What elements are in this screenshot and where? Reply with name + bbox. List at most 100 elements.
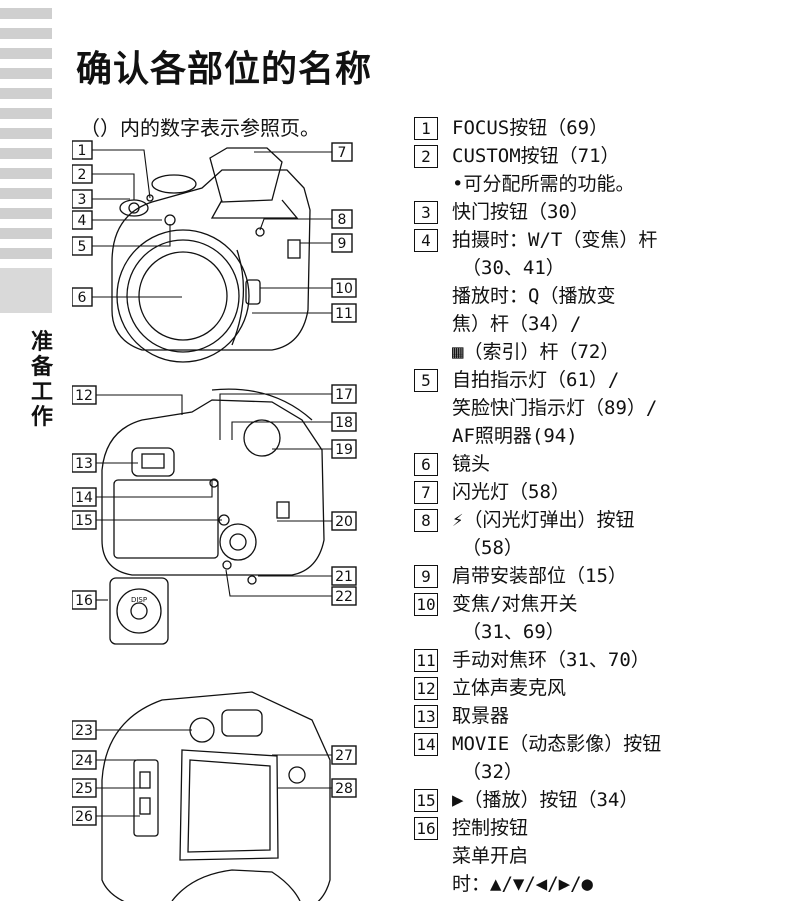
chapter-tab: 准 备 工 作 — [30, 330, 54, 430]
callout-11: 11 — [335, 306, 353, 322]
part-description: 立体声麦克风 — [452, 674, 566, 702]
callout-1: 1 — [78, 143, 87, 159]
part-description-line: 肩带安装部位（15） — [452, 565, 627, 587]
part-number-badge: 10 — [414, 593, 438, 616]
part-item-7: 7 闪光灯（58） — [414, 478, 794, 506]
camera-back-illustration — [101, 388, 325, 585]
part-item-10: 10 变焦/对焦开关 （31、69） — [414, 590, 794, 646]
callout-21: 21 — [335, 569, 353, 585]
callout-10: 10 — [335, 281, 353, 297]
callout-6: 6 — [78, 290, 87, 306]
part-number-badge: 13 — [414, 705, 438, 728]
part-item-3: 3 快门按钮（30） — [414, 198, 794, 226]
callout-12: 12 — [75, 388, 93, 404]
camera-front-illustration — [111, 147, 311, 363]
part-item-14: 14 MOVIE（动态影像）按钮（32） — [414, 730, 794, 786]
part-item-15: 15 ▶（播放）按钮（34） — [414, 786, 794, 814]
part-number-badge: 2 — [414, 145, 438, 168]
part-description-line: 镜头 — [452, 453, 491, 475]
camera-illustrations: 1 2 3 4 5 6 7 8 9 10 11 12 13 14 15 16 1… — [72, 140, 357, 901]
part-description: 手动对焦环（31、70） — [452, 646, 650, 674]
page-title: 确认各部位的名称 — [76, 49, 373, 90]
leader-lines — [92, 149, 332, 817]
part-number-badge: 15 — [414, 789, 438, 812]
part-description: 闪光灯（58） — [452, 478, 570, 506]
part-number-badge: 16 — [414, 817, 438, 840]
part-item-1: 1 FOCUS按钮（69） — [414, 114, 794, 142]
part-description-line: （31、69） — [462, 621, 565, 643]
part-description-line: FOCUS按钮（69） — [452, 117, 609, 139]
part-description-line: 变焦/对焦开关 — [452, 593, 578, 615]
callout-13: 13 — [75, 456, 93, 472]
part-number-badge: 11 — [414, 649, 438, 672]
part-description: 肩带安装部位（15） — [452, 562, 627, 590]
part-number-badge: 6 — [414, 453, 438, 476]
callout-2: 2 — [78, 167, 87, 183]
part-number-badge: 7 — [414, 481, 438, 504]
callout-24: 24 — [75, 753, 93, 769]
page-subtitle: （）内的数字表示参照页。 — [80, 116, 320, 140]
part-description-line: 控制按钮 — [452, 817, 529, 839]
camera-side-illustration — [101, 691, 331, 901]
part-description-line: 手动对焦环（31、70） — [452, 649, 650, 671]
part-description-line: （30、41） — [462, 257, 565, 279]
callout-15: 15 — [75, 513, 93, 529]
part-description: CUSTOM按钮（71）•可分配所需的功能。 — [452, 142, 634, 198]
part-description-line: ▶（播放）按钮（34） — [452, 789, 639, 811]
part-description: 自拍指示灯（61）/ 笑脸快门指示灯（89）/ AF照明器(94) — [452, 366, 657, 450]
part-item-9: 9 肩带安装部位（15） — [414, 562, 794, 590]
callout-7: 7 — [338, 145, 347, 161]
part-item-11: 11 手动对焦环（31、70） — [414, 646, 794, 674]
part-description: 控制按钮菜单开启时：▲/▼/◀/▶/● — [452, 814, 593, 898]
part-description-line: AF照明器(94) — [452, 425, 578, 447]
part-description-line: 时：▲/▼/◀/▶/● — [452, 873, 593, 895]
part-item-6: 6 镜头 — [414, 450, 794, 478]
part-description: ⚡（闪光灯弹出）按钮 （58） — [452, 506, 634, 562]
callout-23: 23 — [75, 723, 93, 739]
part-description-line: ⚡（闪光灯弹出）按钮 — [452, 509, 635, 531]
part-number-badge: 14 — [414, 733, 438, 756]
control-dial-inset — [109, 577, 169, 645]
part-description-line: 拍摄时：W/T（变焦）杆 — [452, 229, 658, 251]
parts-list: 1 FOCUS按钮（69） 2 CUSTOM按钮（71）•可分配所需的功能。 3 快门按钮… — [414, 114, 794, 898]
callout-20: 20 — [335, 514, 353, 530]
dial-disp-label: DISP — [131, 596, 147, 604]
part-description-line: 播放时：Q（播放变 — [452, 285, 616, 307]
part-number-badge: 9 — [414, 565, 438, 588]
part-description: 变焦/对焦开关 （31、69） — [452, 590, 577, 646]
part-description-line: 焦）杆（34）/ — [452, 313, 582, 335]
part-description-line: （58） — [462, 537, 523, 559]
part-description: MOVIE（动态影像）按钮（32） — [452, 730, 661, 786]
part-item-16: 16 控制按钮菜单开启时：▲/▼/◀/▶/● — [414, 814, 794, 898]
part-description-line: 自拍指示灯（61）/ — [452, 369, 620, 391]
part-description: FOCUS按钮（69） — [452, 114, 608, 142]
callout-19: 19 — [335, 442, 353, 458]
callout-22: 22 — [335, 589, 353, 605]
part-description-line: MOVIE（动态影像）按钮 — [452, 733, 662, 755]
callout-9: 9 — [338, 236, 347, 252]
chapter-tab-char: 作 — [30, 405, 53, 430]
callout-14: 14 — [75, 490, 93, 506]
part-item-2: 2 CUSTOM按钮（71）•可分配所需的功能。 — [414, 142, 794, 198]
part-description-line: ▦（索引）杆（72） — [452, 341, 620, 363]
part-description: 镜头 — [452, 450, 490, 478]
part-description-line: 快门按钮（30） — [452, 201, 589, 223]
callout-18: 18 — [335, 415, 353, 431]
callout-26: 26 — [75, 809, 93, 825]
part-description-line: 闪光灯（58） — [452, 481, 570, 503]
callout-25: 25 — [75, 781, 93, 797]
part-description: 快门按钮（30） — [452, 198, 589, 226]
part-description-line: •可分配所需的功能。 — [452, 173, 635, 195]
part-number-badge: 3 — [414, 201, 438, 224]
callout-16: 16 — [75, 593, 93, 609]
part-description: ▶（播放）按钮（34） — [452, 786, 638, 814]
part-description: 拍摄时：W/T（变焦）杆 （30、41） 播放时：Q（播放变焦）杆（34）/ ▦（索引… — [452, 226, 657, 366]
part-description-line: 笑脸快门指示灯（89）/ — [452, 397, 658, 419]
part-description: 取景器 — [452, 702, 509, 730]
part-number-badge: 1 — [414, 117, 438, 140]
camera-bottom-illustration — [171, 869, 301, 901]
part-number-badge: 8 — [414, 509, 438, 532]
callout-3: 3 — [78, 192, 87, 208]
chapter-tab-char: 准 — [30, 330, 53, 355]
